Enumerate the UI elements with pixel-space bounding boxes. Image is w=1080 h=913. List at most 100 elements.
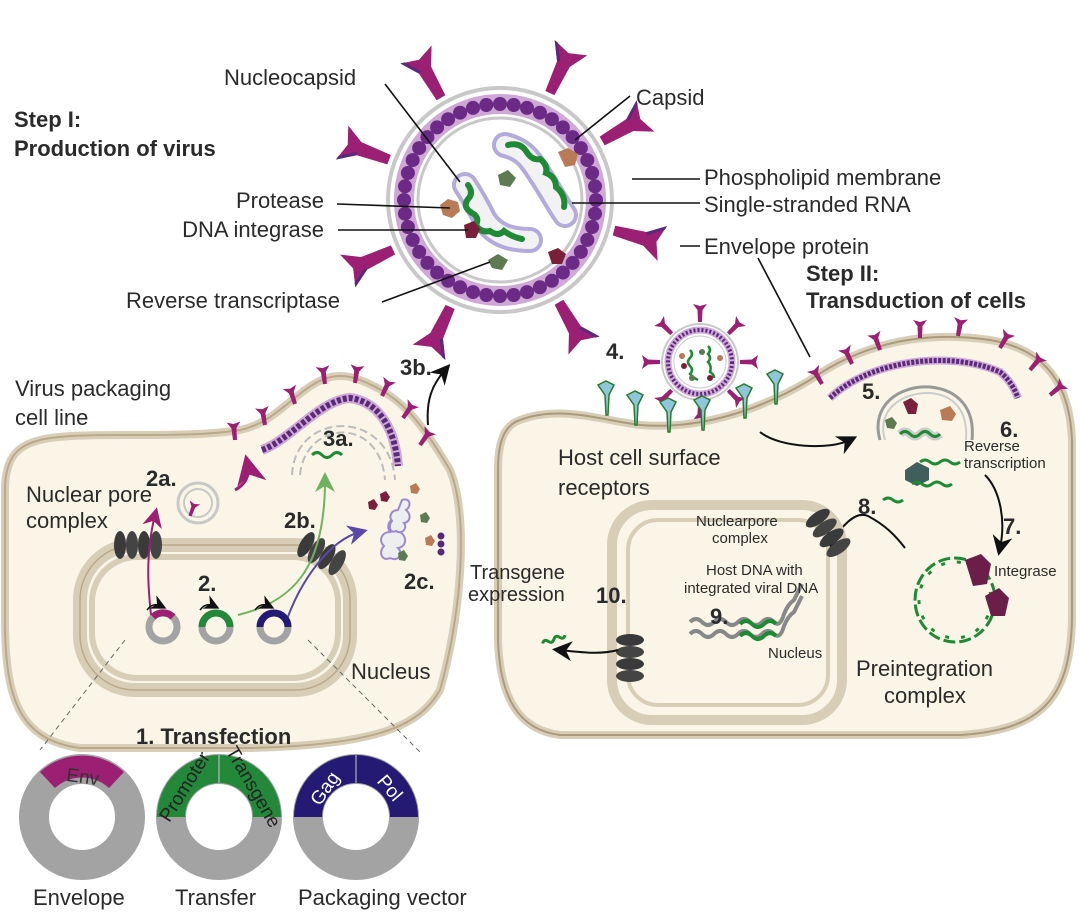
label-reverse-transcription-line1: Reverse (964, 438, 1020, 455)
reverse-transcriptase (498, 170, 516, 187)
capsid-bead (430, 120, 445, 135)
virion-large (335, 40, 667, 360)
capsid-bead (400, 220, 415, 234)
label-transgene-line2: expression (468, 584, 565, 606)
capsid-bead (466, 285, 480, 300)
capsid-bead (532, 280, 547, 295)
step2-title-line1: Step II: (806, 261, 880, 286)
plasmid-transfer-small (198, 609, 234, 645)
capsid-bead (466, 100, 480, 115)
step-5: 5. (862, 379, 881, 404)
host-cell (494, 317, 1076, 739)
step-2a: 2a. (146, 466, 177, 491)
capsid-bead (555, 120, 570, 135)
capsid-bead (585, 166, 600, 180)
capsid-bead (420, 255, 435, 270)
capsid-bead (506, 98, 521, 112)
label-nucleocapsid: Nucleocapsid (224, 65, 357, 90)
label-preintegration-line1: Preintegration (856, 656, 993, 681)
capsid-bead (412, 141, 427, 156)
step1-title-line2: Production of virus (14, 136, 216, 161)
packaging-cell (1, 363, 465, 753)
capsid-bead (453, 280, 468, 295)
ring-label-env: Env (65, 765, 101, 790)
label-transgene-line1: Transgene (470, 562, 565, 584)
capsid-bead (479, 288, 494, 302)
transfection-plasmids (19, 754, 419, 880)
label-phospholipid-membrane: Phospholipid membrane (704, 165, 942, 190)
label-capsid: Capsid (636, 85, 705, 110)
capsid-bead (585, 220, 600, 234)
nucleocapsid-2 (492, 132, 578, 228)
capsid-bead (412, 244, 427, 259)
capsid-bead (580, 153, 595, 168)
capsid-bead (441, 112, 456, 127)
capsid-bead (588, 179, 602, 194)
capsid-bead (555, 265, 570, 280)
capsid-bead (589, 193, 603, 207)
capsid-bead (405, 232, 420, 247)
capsid-bead (453, 105, 468, 120)
plasmid-name-packaging-vector: Packaging vector (298, 885, 467, 910)
step-2: 2. (198, 571, 217, 596)
capsid-bead (397, 193, 411, 207)
step2-title-line2: Transduction of cells (806, 288, 1027, 313)
step-7: 7. (1003, 514, 1022, 539)
step-4: 4. (606, 339, 625, 364)
capsid-bead (565, 130, 580, 145)
plasmid-transfer (156, 754, 282, 880)
capsid-bead (580, 232, 595, 247)
label-packaging-nucleus: Nucleus (351, 659, 431, 684)
leader-lines (336, 83, 811, 358)
label-host-dna-line2: integrated viral DNA (684, 580, 819, 597)
capsid-bead (400, 166, 415, 180)
capsid-bead (565, 255, 580, 270)
label-receptors-line2: receptors (558, 475, 650, 500)
label-nuclear-pore-line1: Nuclear pore (26, 482, 152, 507)
preintegration-complex (913, 554, 1009, 644)
label-envelope-protein: Envelope protein (704, 234, 870, 259)
label-integrase: Integrase (994, 563, 1057, 580)
step-9: 9. (710, 604, 729, 629)
label-reverse-transcriptase: Reverse transcriptase (126, 288, 340, 313)
viral-components-2c (368, 483, 445, 561)
label-receptors-line1: Host cell surface (558, 445, 721, 470)
step-2c: 2c. (404, 569, 435, 594)
step-2b: 2b. (284, 508, 316, 533)
label-nuclearpore-line2: complex (712, 530, 768, 547)
capsid-bead (544, 112, 559, 127)
capsid-bead (544, 273, 559, 288)
step1-title-line1: Step I: (14, 107, 82, 132)
capsid-bead (573, 141, 588, 156)
protease (440, 199, 460, 218)
capsid-bead (398, 179, 412, 194)
dna-integrase (464, 221, 480, 238)
plasmid-name-envelope: Envelope (33, 885, 125, 910)
label-host-nucleus: Nucleus (768, 645, 823, 662)
step-3a: 3a. (323, 426, 354, 451)
capsid-bead (520, 100, 534, 115)
capsid-bead (430, 265, 445, 280)
capsid-bead (493, 97, 507, 111)
capsid-bead (588, 206, 602, 221)
plasmid-envelope (19, 754, 145, 880)
step-8: 8. (858, 494, 877, 519)
plasmid-packaging (293, 754, 419, 880)
label-protease: Protease (235, 188, 324, 213)
capsid-bead (520, 285, 534, 300)
label-host-dna-line1: Host DNA with (706, 562, 803, 579)
step-3b: 3b. (400, 355, 432, 380)
plasmid-env-small (145, 609, 181, 645)
label-reverse-transcription-line2: transcription (964, 455, 1046, 472)
label-dna-integrase: DNA integrase (182, 217, 324, 242)
transfection-title: 1. Transfection (136, 724, 292, 749)
capsid-bead (493, 289, 507, 303)
label-packaging-cell-line2: cell line (15, 405, 89, 430)
step-10: 10. (596, 583, 627, 608)
label-preintegration-line2: complex (884, 683, 966, 708)
label-packaging-cell-line1: Virus packaging (15, 376, 172, 401)
step-6: 6. (1000, 417, 1019, 442)
virion-small (642, 304, 758, 420)
